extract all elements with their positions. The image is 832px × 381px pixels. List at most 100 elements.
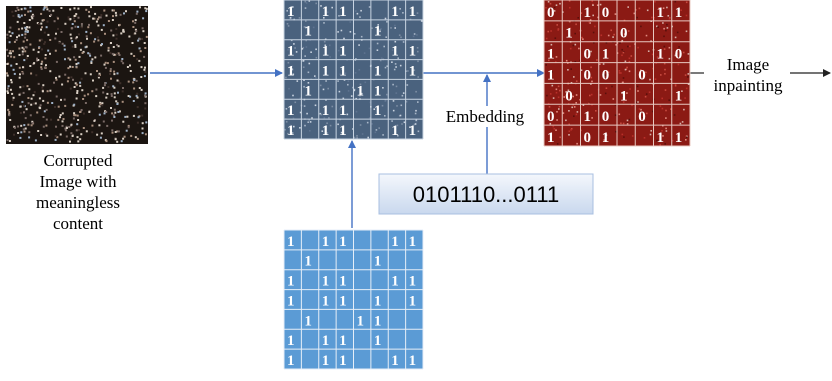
noise-pixel bbox=[308, 119, 310, 121]
noise-pixel bbox=[596, 59, 598, 61]
noise-pixel bbox=[338, 15, 340, 17]
noise-pixel bbox=[22, 48, 25, 51]
noise-pixel bbox=[141, 132, 144, 135]
noise-pixel bbox=[303, 26, 306, 28]
noise-pixel bbox=[19, 136, 22, 139]
noise-pixel bbox=[54, 106, 56, 108]
noise-pixel bbox=[18, 76, 21, 79]
noise-pixel bbox=[394, 50, 397, 53]
noise-pixel bbox=[24, 127, 27, 130]
noise-pixel bbox=[135, 12, 138, 15]
grid-cell-digit: 1 bbox=[287, 274, 295, 290]
noise-pixel bbox=[315, 56, 318, 59]
noise-pixel bbox=[120, 60, 123, 63]
noise-pixel bbox=[7, 54, 9, 57]
noise-pixel bbox=[628, 57, 631, 60]
noise-pixel bbox=[139, 6, 141, 9]
noise-pixel bbox=[668, 17, 671, 20]
noise-pixel bbox=[304, 7, 307, 9]
noise-pixel bbox=[551, 71, 553, 73]
noise-pixel bbox=[84, 72, 87, 75]
noise-pixel bbox=[79, 84, 82, 87]
noise-pixel bbox=[127, 80, 130, 83]
grid-cell-digit: 0 bbox=[602, 5, 610, 21]
noise-pixel bbox=[20, 124, 23, 127]
noise-pixel bbox=[22, 128, 25, 131]
noise-pixel bbox=[647, 50, 650, 52]
inpainting-label: Image inpainting bbox=[713, 55, 783, 95]
noise-pixel bbox=[353, 33, 356, 35]
noise-pixel bbox=[22, 104, 25, 107]
noise-pixel bbox=[22, 72, 25, 75]
noise-pixel bbox=[563, 96, 565, 98]
noise-pixel bbox=[145, 121, 148, 124]
noise-pixel bbox=[622, 81, 624, 84]
noise-pixel bbox=[378, 127, 380, 129]
noise-pixel bbox=[111, 129, 114, 132]
noise-pixel bbox=[605, 42, 608, 44]
noise-pixel bbox=[16, 36, 18, 39]
noise-pixel bbox=[399, 8, 401, 10]
noise-pixel bbox=[44, 57, 47, 60]
noise-pixel bbox=[643, 114, 645, 117]
noise-pixel bbox=[592, 14, 594, 17]
noise-pixel bbox=[625, 99, 627, 102]
noise-pixel bbox=[8, 52, 11, 55]
noise-pixel bbox=[80, 133, 83, 136]
noise-pixel bbox=[606, 117, 609, 119]
noise-pixel bbox=[85, 45, 88, 48]
noise-pixel bbox=[356, 12, 359, 15]
noise-pixel bbox=[69, 8, 72, 11]
noise-pixel bbox=[106, 124, 109, 127]
noise-pixel bbox=[327, 87, 329, 90]
noise-pixel bbox=[23, 111, 25, 114]
noise-pixel bbox=[95, 95, 98, 98]
noise-pixel bbox=[417, 101, 419, 103]
noise-pixel bbox=[12, 50, 14, 53]
noise-pixel bbox=[286, 23, 289, 25]
grid-cell-digit: 1 bbox=[287, 234, 295, 250]
noise-pixel bbox=[339, 108, 341, 110]
noise-pixel bbox=[666, 6, 668, 9]
noise-pixel bbox=[134, 136, 137, 139]
noise-pixel bbox=[70, 132, 73, 135]
noise-pixel bbox=[17, 14, 20, 16]
noise-pixel bbox=[53, 81, 55, 84]
grid-cell-digit: 1 bbox=[409, 234, 417, 250]
noise-pixel bbox=[331, 6, 333, 9]
noise-pixel bbox=[299, 127, 301, 129]
noise-pixel bbox=[64, 22, 67, 25]
noise-pixel bbox=[59, 133, 62, 136]
noise-pixel bbox=[382, 87, 384, 89]
noise-pixel bbox=[67, 67, 70, 70]
noise-pixel bbox=[314, 76, 317, 79]
grid-cell-digit: 1 bbox=[287, 63, 295, 79]
noise-pixel bbox=[38, 97, 41, 100]
noise-pixel bbox=[635, 9, 637, 11]
bitstring-box: 0101110...0111 bbox=[378, 173, 594, 215]
noise-pixel bbox=[111, 52, 114, 55]
noise-pixel bbox=[665, 109, 667, 112]
noise-pixel bbox=[55, 76, 57, 79]
noise-pixel bbox=[355, 110, 358, 113]
grid-cell-digit: 1 bbox=[565, 26, 573, 42]
grid-cell-digit: 1 bbox=[374, 83, 382, 99]
noise-pixel bbox=[629, 88, 631, 90]
noise-pixel bbox=[661, 130, 663, 132]
noise-pixel bbox=[355, 58, 357, 60]
noise-pixel bbox=[380, 57, 383, 59]
noise-pixel bbox=[375, 129, 378, 131]
noise-pixel bbox=[41, 48, 43, 51]
noise-pixel bbox=[663, 45, 666, 48]
noise-pixel bbox=[353, 136, 356, 139]
noise-pixel bbox=[31, 13, 34, 16]
noise-pixel bbox=[308, 62, 311, 65]
noise-pixel bbox=[354, 72, 357, 74]
noise-pixel bbox=[122, 62, 125, 65]
noise-pixel bbox=[74, 45, 77, 48]
noise-pixel bbox=[554, 37, 557, 39]
noise-pixel bbox=[7, 108, 10, 111]
noise-pixel bbox=[590, 50, 592, 53]
noise-pixel bbox=[654, 78, 657, 80]
